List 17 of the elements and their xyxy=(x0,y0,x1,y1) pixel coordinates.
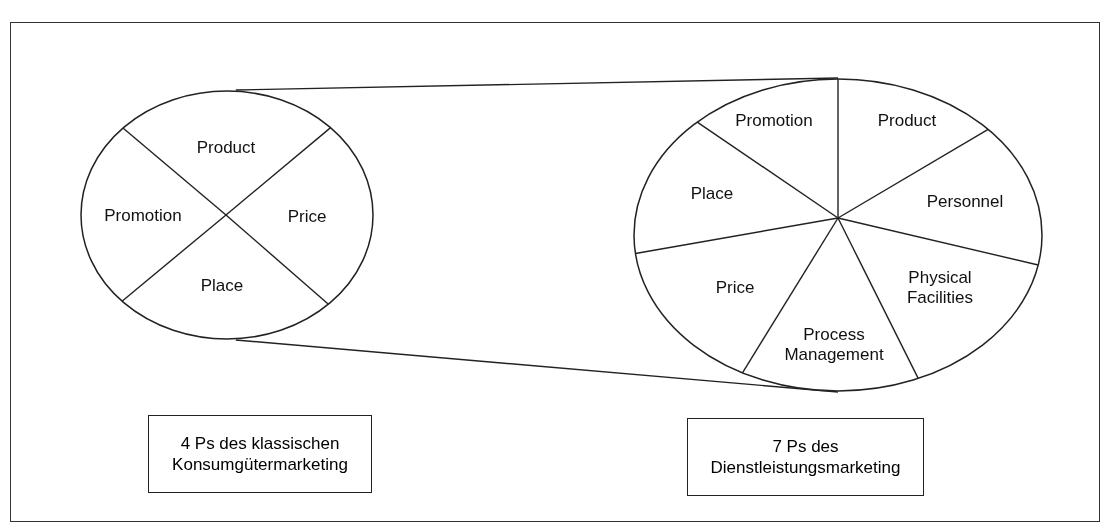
connector-line xyxy=(235,77,839,91)
segment-label: Price xyxy=(287,207,327,227)
segment-label: Physical Facilities xyxy=(885,268,995,308)
segment-label: Promotion xyxy=(104,206,182,226)
segmented-circle xyxy=(633,78,1043,392)
segment-label: Price xyxy=(715,278,755,298)
connector-line xyxy=(235,339,839,393)
segment-label: Place xyxy=(690,184,734,204)
segment-label: Product xyxy=(196,138,256,158)
segment-label: Promotion xyxy=(735,111,813,131)
caption-box: 4 Ps des klassischen Konsumgütermarketing xyxy=(148,415,372,493)
segment-label: Process Management xyxy=(769,325,899,365)
caption-box: 7 Ps des Dienstleistungsmarketing xyxy=(687,418,924,496)
segmented-circle xyxy=(80,90,374,340)
segment-label: Place xyxy=(200,276,244,296)
segment-label: Product xyxy=(877,111,937,131)
segment-label: Personnel xyxy=(926,192,1004,212)
